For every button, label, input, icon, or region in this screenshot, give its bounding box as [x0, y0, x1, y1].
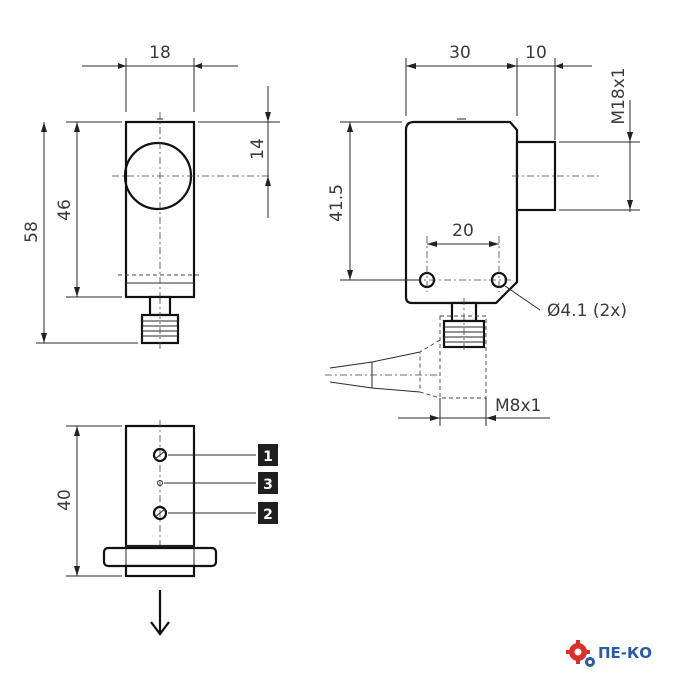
- dim-14: 14: [248, 138, 268, 160]
- dim-40: 40: [55, 489, 75, 511]
- dim-58: 58: [22, 221, 42, 243]
- logo-text: ПЕ-КО: [598, 644, 652, 662]
- dim-18: 18: [149, 43, 171, 63]
- bottom-view: 1 3 2 40: [55, 420, 278, 636]
- dim-hole-diameter: Ø4.1 (2x): [547, 301, 627, 321]
- side-view: 30 10 20 41.5 M18x1 Ø4.1: [325, 43, 640, 426]
- dim-46: 46: [55, 199, 75, 221]
- dim-20: 20: [452, 221, 474, 241]
- svg-text:1: 1: [263, 449, 273, 465]
- dim-m8x1: M8x1: [495, 396, 541, 416]
- pin-label-3: 3: [258, 472, 278, 494]
- dim-41-5: 41.5: [327, 184, 347, 222]
- front-view: 18 14 46 58: [22, 43, 280, 350]
- pin-label-1: 1: [258, 444, 278, 466]
- pin-label-2: 2: [258, 502, 278, 524]
- svg-text:3: 3: [263, 477, 273, 493]
- dim-30: 30: [449, 43, 471, 63]
- dim-10: 10: [525, 43, 547, 63]
- gear-icon: [566, 640, 595, 667]
- svg-text:2: 2: [263, 507, 273, 523]
- logo: ПЕ-КО: [566, 640, 652, 667]
- dim-m18x1: M18x1: [609, 67, 629, 124]
